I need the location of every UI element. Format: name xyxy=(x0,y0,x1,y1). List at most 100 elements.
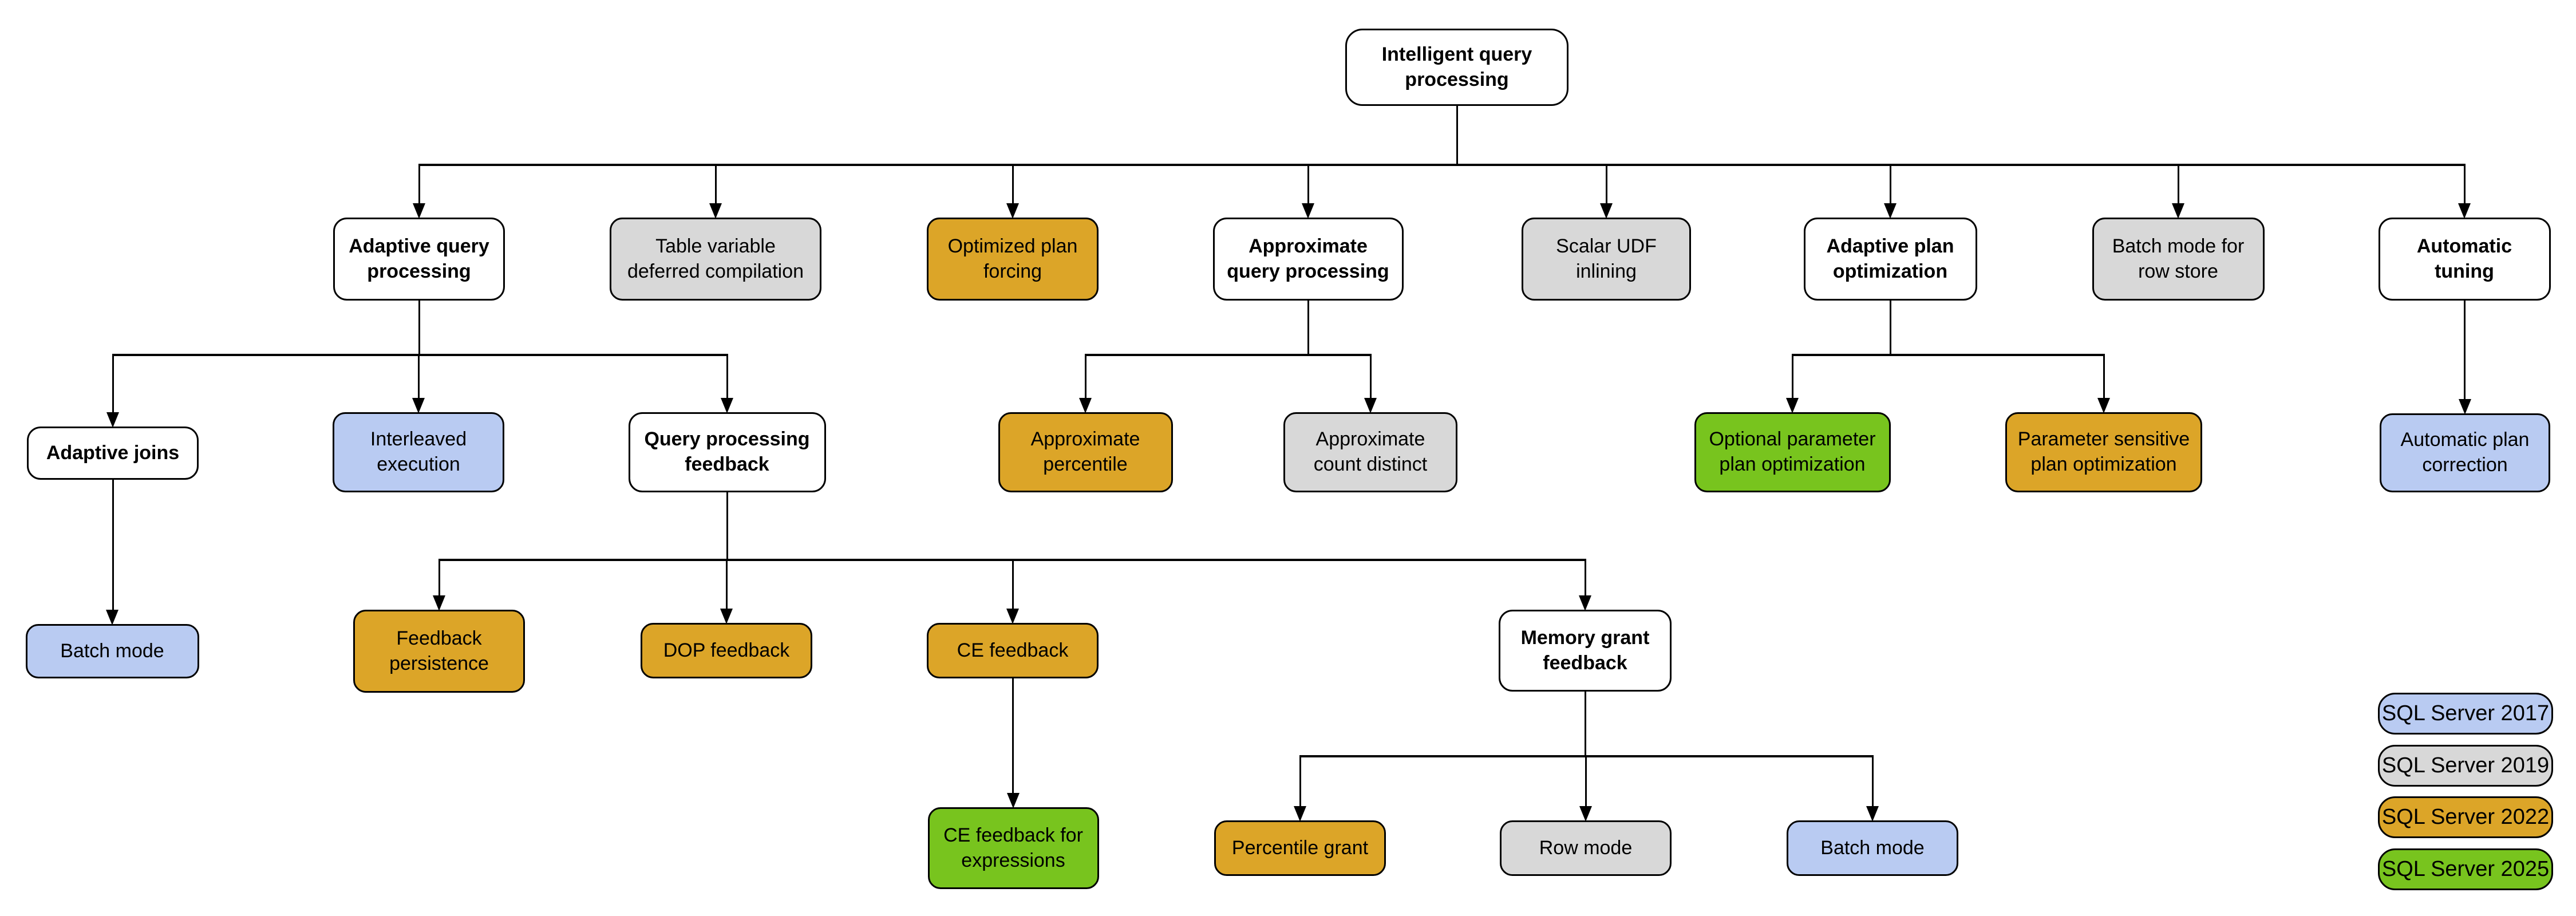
arrowhead-icon xyxy=(412,398,425,413)
node-memory-grant-feedback: Memory grant feedback xyxy=(1499,610,1672,692)
node-ce-feedback: CE feedback xyxy=(927,623,1099,678)
node-label: Adaptive joins xyxy=(46,441,180,464)
connector-line xyxy=(2463,165,2466,204)
arrowhead-icon xyxy=(2097,398,2110,413)
node-batch-mode-memory-grant: Batch mode xyxy=(1787,820,1958,876)
arrowhead-icon xyxy=(2458,203,2471,219)
node-label: Parameter sensitive plan optimization xyxy=(2017,428,2190,475)
node-label: CE feedback xyxy=(957,639,1069,661)
connector-line xyxy=(1299,756,1301,807)
connector-line xyxy=(418,165,420,204)
node-approximate-count-distinct: Approximate count distinct xyxy=(1283,412,1457,492)
node-adaptive-plan-optimization: Adaptive plan optimization xyxy=(1803,218,1977,301)
arrowhead-icon xyxy=(2172,203,2184,219)
connector-line xyxy=(714,165,717,204)
node-query-processing-feedback: Query processing feedback xyxy=(628,412,826,492)
node-label: Interleaved execution xyxy=(370,428,467,475)
connector-line xyxy=(1012,165,1014,204)
arrowhead-icon xyxy=(1079,398,1092,413)
node-label: Approximate count distinct xyxy=(1313,428,1428,475)
arrowhead-icon xyxy=(1006,609,1019,624)
connector-line xyxy=(1871,756,1874,807)
arrowhead-icon xyxy=(1364,398,1377,413)
connector-line xyxy=(1307,301,1309,356)
connector-line xyxy=(1456,106,1458,166)
connector-line xyxy=(418,301,420,356)
node-parameter-sensitive-plan-optimization: Parameter sensitive plan optimization xyxy=(2005,412,2202,492)
connector-line xyxy=(1584,692,1586,757)
node-approximate-percentile: Approximate percentile xyxy=(998,412,1173,492)
node-label: Automatic tuning xyxy=(2416,235,2512,282)
node-interleaved-execution: Interleaved execution xyxy=(333,412,504,492)
connector-line xyxy=(1585,756,1587,807)
node-label: Adaptive plan optimization xyxy=(1826,235,1954,282)
node-row-mode: Row mode xyxy=(1500,820,1672,876)
node-label: Memory grant feedback xyxy=(1520,626,1650,674)
node-optional-parameter-plan-optimization: Optional parameter plan optimization xyxy=(1694,412,1891,492)
connector-line xyxy=(1584,560,1586,597)
node-optimized-plan-forcing: Optimized plan forcing xyxy=(927,218,1099,301)
legend-item-label: SQL Server 2022 xyxy=(2381,805,2550,829)
node-batch-mode-adaptive-joins: Batch mode xyxy=(25,624,199,678)
node-label: DOP feedback xyxy=(663,639,790,661)
connector-line xyxy=(1084,355,1086,399)
node-dop-feedback: DOP feedback xyxy=(641,623,812,678)
node-table-variable-deferred-compilation: Table variable deferred compilation xyxy=(610,218,821,301)
connector-line xyxy=(112,480,114,611)
connector-line xyxy=(1012,560,1014,610)
connector-line xyxy=(1307,165,1309,204)
connector-line xyxy=(1889,301,1891,356)
node-label: CE feedback for expressions xyxy=(943,824,1083,871)
legend-item-sql-server-2022: SQL Server 2022 xyxy=(2378,796,2553,838)
node-label: Table variable deferred compilation xyxy=(627,235,804,282)
connector-line xyxy=(438,560,440,597)
arrowhead-icon xyxy=(721,398,733,413)
node-scalar-udf-inlining: Scalar UDF inlining xyxy=(1522,218,1691,301)
arrowhead-icon xyxy=(720,609,733,624)
arrowhead-icon xyxy=(2459,399,2471,414)
node-approximate-query-processing: Approximate query processing xyxy=(1212,218,1404,301)
connector-line xyxy=(112,355,114,413)
node-label: Optimized plan forcing xyxy=(947,235,1078,282)
arrowhead-icon xyxy=(106,610,118,625)
legend-item-label: SQL Server 2017 xyxy=(2381,701,2550,725)
node-ce-feedback-for-expressions: CE feedback for expressions xyxy=(927,807,1099,889)
connector-line xyxy=(1791,355,1793,399)
node-adaptive-query-processing: Adaptive query processing xyxy=(333,218,505,301)
node-percentile-grant: Percentile grant xyxy=(1214,820,1386,876)
arrowhead-icon xyxy=(1884,203,1897,219)
connector-line xyxy=(1605,165,1607,204)
connector-line xyxy=(1012,678,1014,794)
arrowhead-icon xyxy=(1579,806,1592,822)
connector-line xyxy=(2463,301,2466,400)
arrowhead-icon xyxy=(413,203,425,219)
connector-line xyxy=(417,355,420,399)
arrowhead-icon xyxy=(1600,203,1613,219)
node-label: Batch mode xyxy=(1820,836,1925,859)
arrowhead-icon xyxy=(1302,203,1314,219)
node-label: Automatic plan correction xyxy=(2400,429,2530,476)
node-label: Intelligent query processing xyxy=(1381,43,1532,90)
node-label: Feedback persistence xyxy=(389,627,489,674)
node-label: Percentile grant xyxy=(1231,836,1369,859)
connector-line xyxy=(2103,355,2105,399)
connector-line xyxy=(2177,165,2179,204)
connector-line xyxy=(1369,355,1372,399)
arrowhead-icon xyxy=(106,412,119,428)
node-label: Optional parameter plan optimization xyxy=(1709,428,1876,475)
arrowhead-icon xyxy=(1786,398,1799,413)
node-label: Query processing feedback xyxy=(644,428,810,475)
arrowhead-icon xyxy=(709,203,722,219)
arrowhead-icon xyxy=(1006,203,1019,219)
connector-line xyxy=(726,492,728,561)
connector-bus xyxy=(1084,354,1372,356)
connector-line xyxy=(1889,165,1891,204)
node-label: Row mode xyxy=(1539,836,1633,859)
node-label: Approximate percentile xyxy=(1030,428,1140,475)
legend-item-sql-server-2025: SQL Server 2025 xyxy=(2378,848,2553,890)
legend-item-label: SQL Server 2025 xyxy=(2381,857,2550,881)
connector-line xyxy=(725,560,728,610)
node-batch-mode-for-row-store: Batch mode for row store xyxy=(2092,218,2265,301)
arrowhead-icon xyxy=(433,595,445,611)
